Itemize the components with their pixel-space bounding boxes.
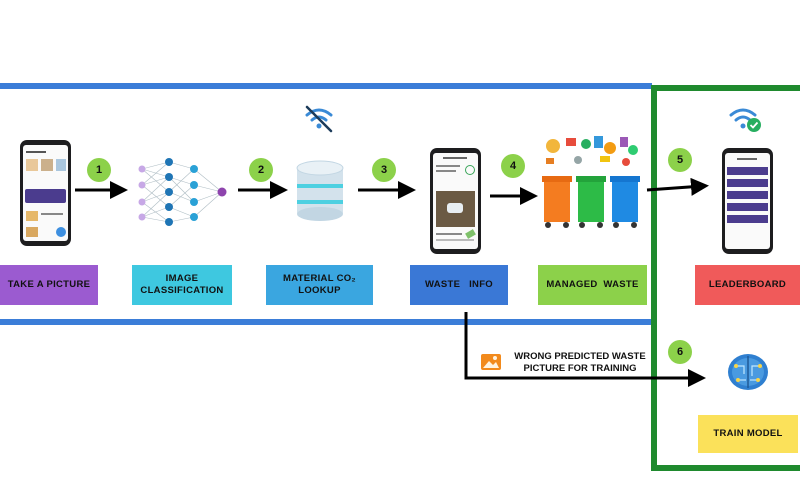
step-badge-3: 3	[372, 158, 396, 182]
no-wifi-icon	[305, 105, 333, 133]
phone-camera-app	[20, 140, 71, 246]
label-managed-waste-text: MANAGED WASTE	[546, 279, 639, 290]
step-badge-2: 2	[249, 158, 273, 182]
pipeline-bottom-line	[0, 319, 652, 325]
label-waste-info-text: WASTE INFO	[425, 279, 493, 290]
label-train-model-text: TRAIN MODEL	[713, 428, 783, 439]
label-leaderboard-text: LEADERBOARD	[708, 279, 787, 290]
feedback-note-line2: PICTURE FOR TRAINING	[523, 363, 637, 374]
wifi-check-icon	[729, 108, 761, 132]
pipeline-top-line	[0, 83, 652, 89]
step-badge-6: 6	[668, 340, 692, 364]
label-image-classification-line2: CLASSIFICATION	[140, 285, 224, 296]
label-material-lookup-line2: LOOKUP	[298, 285, 341, 296]
label-leaderboard: LEADERBOARD	[695, 265, 800, 305]
server-frame	[651, 85, 800, 471]
neural-network-icon	[138, 158, 227, 226]
label-image-classification-line1: IMAGE	[165, 273, 199, 284]
label-image-classification: IMAGE CLASSIFICATION	[132, 265, 232, 305]
step-badge-4: 4	[501, 154, 525, 178]
image-icon	[481, 354, 501, 370]
step-badge-5: 5	[668, 148, 692, 172]
label-waste-info: WASTE INFO	[410, 265, 508, 305]
arrow-5	[646, 177, 709, 196]
recycle-bins-icon	[542, 136, 640, 228]
label-material-lookup-line1: MATERIAL CO₂	[283, 273, 356, 284]
phone-leaderboard	[722, 148, 773, 254]
step-badge-1: 1	[87, 158, 111, 182]
label-material-lookup: MATERIAL CO₂ LOOKUP	[266, 265, 373, 305]
label-train-model: TRAIN MODEL	[698, 415, 798, 453]
arrow-6	[464, 312, 706, 387]
database-icon	[296, 160, 344, 221]
label-managed-waste: MANAGED WASTE	[538, 265, 647, 305]
label-take-picture-text: TAKE A PICTURE	[7, 279, 91, 290]
label-take-picture: TAKE A PICTURE	[0, 265, 98, 305]
brain-circuit-icon	[728, 354, 768, 390]
feedback-note-line1: WRONG PREDICTED WASTE	[514, 351, 646, 362]
phone-waste-info	[430, 148, 481, 254]
feedback-note: WRONG PREDICTED WASTE PICTURE FOR TRAINI…	[510, 351, 650, 375]
